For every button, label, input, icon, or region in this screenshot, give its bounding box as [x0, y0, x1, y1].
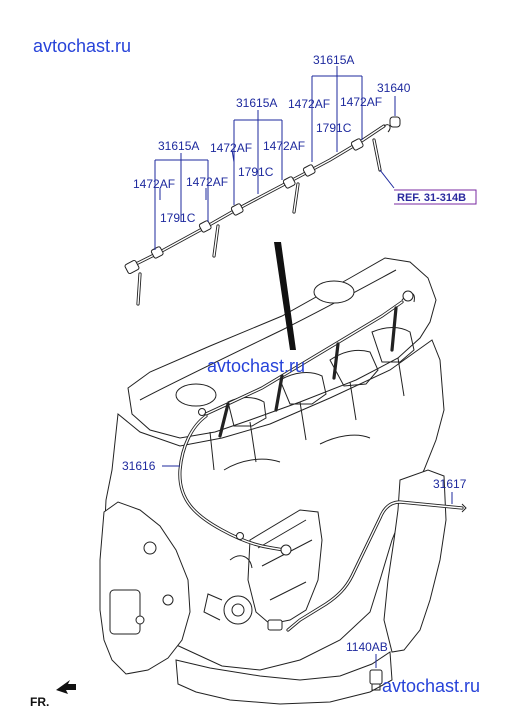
label-1472AF-l1[interactable]: 1472AF [133, 177, 175, 191]
label-31616[interactable]: 31616 [122, 459, 156, 473]
label-1472AF-m2[interactable]: 1472AF [263, 139, 305, 153]
pointer-wedge [274, 242, 296, 350]
label-31615A-left[interactable]: 31615A [158, 139, 199, 153]
ref-box-outline [394, 189, 477, 205]
label-31617[interactable]: 31617 [433, 477, 467, 491]
label-31640[interactable]: 31640 [377, 81, 411, 95]
label-ref-31-314B[interactable]: REF. 31-314B [397, 192, 466, 204]
label-31615A-middle[interactable]: 31615A [236, 96, 277, 110]
labels: 31615A 31615A 31615A 1472AF 1472AF 1472A… [30, 53, 467, 709]
bolt-1140AB [369, 669, 383, 691]
label-1472AF-l2[interactable]: 1472AF [186, 175, 228, 189]
label-1472AF-m1[interactable]: 1472AF [210, 141, 252, 155]
cam-hole-rear [313, 280, 355, 304]
label-1791C-left[interactable]: 1791C [160, 211, 196, 225]
label-31615A-right[interactable]: 31615A [313, 53, 354, 67]
return-line-on-engine [198, 290, 415, 438]
cam-hole-front [175, 383, 217, 407]
label-1791C-right[interactable]: 1791C [316, 121, 352, 135]
front-arrow-icon [56, 680, 76, 694]
engine-block [99, 257, 447, 705]
label-1472AF-r1[interactable]: 1472AF [288, 97, 330, 111]
leader-lines [154, 66, 453, 668]
return-hose-exploded [124, 116, 401, 306]
label-1791C-middle[interactable]: 1791C [238, 165, 274, 179]
pipe-31617 [286, 500, 467, 632]
label-1140AB[interactable]: 1140AB [346, 640, 388, 654]
watermark-bottom: avtochast.ru [382, 676, 480, 696]
watermark-middle: avtochast.ru [207, 356, 305, 376]
front-indicator-label: FR. [30, 695, 49, 709]
pipe-31616 [178, 414, 292, 556]
watermark-top: avtochast.ru [33, 36, 131, 56]
label-1472AF-r2[interactable]: 1472AF [340, 95, 382, 109]
